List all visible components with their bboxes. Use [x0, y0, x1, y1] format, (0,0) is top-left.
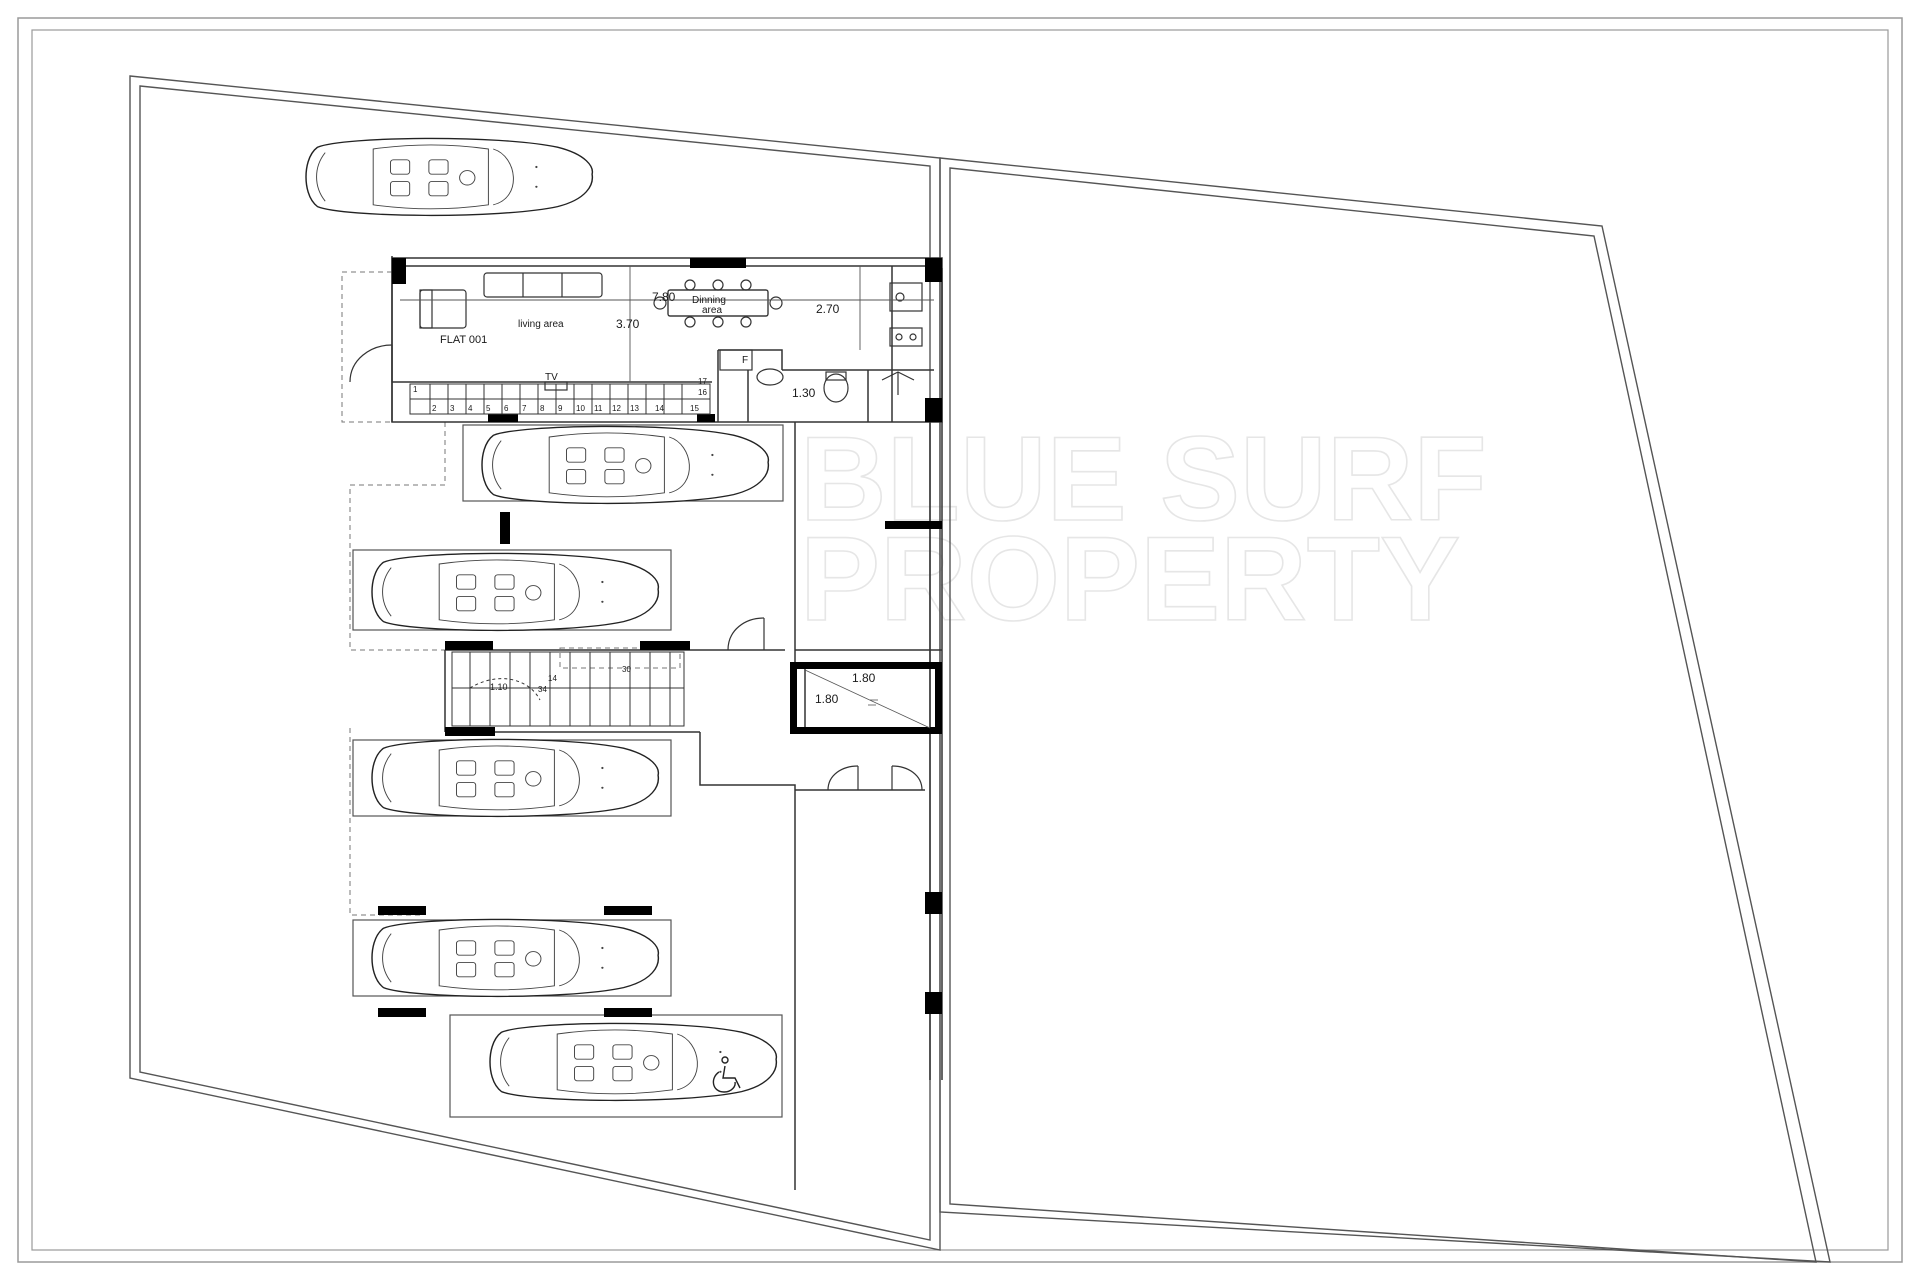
- lower-stair-marks: 14 30 34: [538, 665, 631, 694]
- stair-number: 11: [594, 404, 603, 413]
- living-area-label: living area: [518, 319, 564, 330]
- stair-number: 7: [522, 404, 527, 413]
- watermark-line-2: PROPERTY: [800, 512, 1460, 646]
- dim-1-10: 1.10: [490, 682, 508, 692]
- lower-stair-mark-30: 30: [622, 665, 631, 674]
- labels: FLAT 001 living area Dinning area TV F 7…: [413, 290, 876, 706]
- doors: [349, 344, 923, 791]
- tv-label: TV: [545, 372, 558, 383]
- stair-number: 2: [432, 404, 437, 413]
- stair-step-1: 1: [413, 385, 418, 394]
- dim-1-80-top: 1.80: [852, 671, 876, 685]
- upper-stair: [409, 383, 711, 415]
- inner-frame: [31, 29, 1889, 1251]
- fridge-label: F: [742, 355, 748, 366]
- upper-stair-step-numbers: 2 3 4 5 6 7 8 9 10 11 12 13 14 15: [432, 404, 699, 413]
- car-4: [371, 918, 660, 998]
- stair-number: 14: [655, 404, 664, 413]
- flat-label: FLAT 001: [440, 334, 487, 346]
- car-3: [371, 738, 660, 818]
- stair-number: 4: [468, 404, 473, 413]
- dim-7-80: 7.80: [652, 290, 676, 304]
- dim-1-30: 1.30: [792, 386, 816, 400]
- watermark: BLUE SURF PROPERTY: [799, 411, 1487, 647]
- furniture: [419, 272, 923, 403]
- stair-number: 15: [690, 404, 699, 413]
- lower-stair: [451, 651, 685, 727]
- stair-number: 9: [558, 404, 563, 413]
- car-top: [305, 137, 594, 217]
- wheelchair-icon: [712, 1056, 741, 1093]
- dinning-label-2: area: [702, 305, 722, 316]
- stair-number: 8: [540, 404, 545, 413]
- dim-1-80-left: 1.80: [815, 692, 839, 706]
- plot-boundary-left: [129, 75, 941, 1251]
- car-1: [481, 425, 770, 505]
- stair-number: 6: [504, 404, 509, 413]
- outer-frame: [17, 17, 1903, 1263]
- plot-boundary-right: [939, 157, 1831, 1263]
- dimension-lines: [400, 266, 934, 382]
- lower-stair-mark-34: 34: [538, 685, 547, 694]
- stair-number: 12: [612, 404, 621, 413]
- lift-shaft: [804, 669, 931, 729]
- parked-cars: [305, 137, 778, 1102]
- stair-step-16: 16: [698, 388, 707, 397]
- lower-stair-mark-14: 14: [548, 674, 557, 683]
- stair-number: 10: [576, 404, 585, 413]
- car-2: [371, 552, 660, 632]
- dashed-outlines: [341, 271, 681, 916]
- dim-3-70: 3.70: [616, 317, 640, 331]
- stair-number: 13: [630, 404, 639, 413]
- stair-number: 3: [450, 404, 455, 413]
- wall-columns: [378, 258, 942, 1017]
- dim-2-70: 2.70: [816, 302, 840, 316]
- dinning-label-1: Dinning: [692, 295, 726, 306]
- stair-number: 5: [486, 404, 491, 413]
- stair-step-17: 17: [698, 377, 707, 386]
